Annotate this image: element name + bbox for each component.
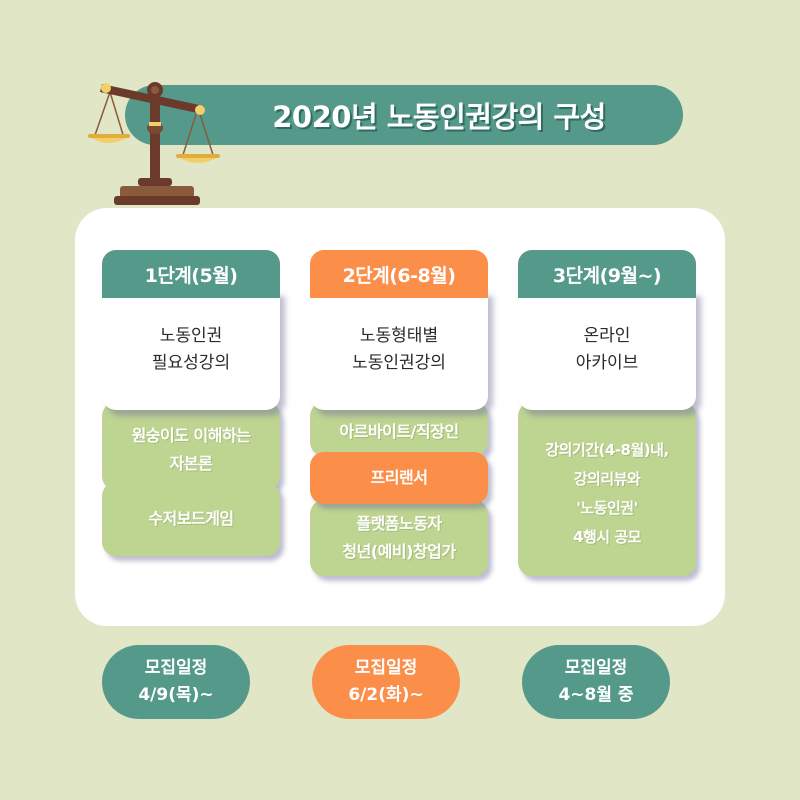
recruitment-3-date: 4~8월 중	[558, 685, 634, 705]
stage-2-item-3: 플랫폼노동자 청년(예비)창업가	[310, 500, 488, 576]
stage-2-header: 2단계(6-8월)	[310, 250, 488, 298]
stage-1-title: 노동인권 필요성강의	[102, 290, 280, 410]
recruitment-3: 모집일정 4~8월 중	[522, 645, 670, 719]
stage-3-title: 온라인 아카이브	[518, 290, 696, 410]
title-banner: 2020년 노동인권강의 구성	[125, 85, 683, 145]
recruitment-2-label: 모집일정	[354, 658, 418, 678]
scale-of-justice-icon	[88, 82, 220, 205]
recruitment-1-label: 모집일정	[144, 658, 208, 678]
page-title: 2020년 노동인권강의 구성	[272, 100, 606, 134]
stage-3-header: 3단계(9월~)	[518, 250, 696, 298]
stage-1-item-2: 수저보드게임	[102, 482, 280, 556]
recruitment-2: 모집일정 6/2(화)~	[312, 645, 460, 719]
stage-2-item-2: 프리랜서	[310, 452, 488, 504]
stage-1-item-1: 원숭이도 이해하는 자본론	[102, 402, 280, 490]
stage-2-title: 노동형태별 노동인권강의	[310, 290, 488, 410]
stage-2-item-1: 아르바이트/직장인	[310, 402, 488, 456]
recruitment-1-date: 4/9(목)~	[138, 685, 214, 705]
recruitment-3-label: 모집일정	[564, 658, 628, 678]
recruitment-1: 모집일정 4/9(목)~	[102, 645, 250, 719]
stage-3-item-1: 강의기간(4-8월)내, 강의리뷰와 '노동인권' 4행시 공모	[518, 402, 696, 576]
recruitment-2-date: 6/2(화)~	[348, 685, 424, 705]
stage-1-header: 1단계(5월)	[102, 250, 280, 298]
